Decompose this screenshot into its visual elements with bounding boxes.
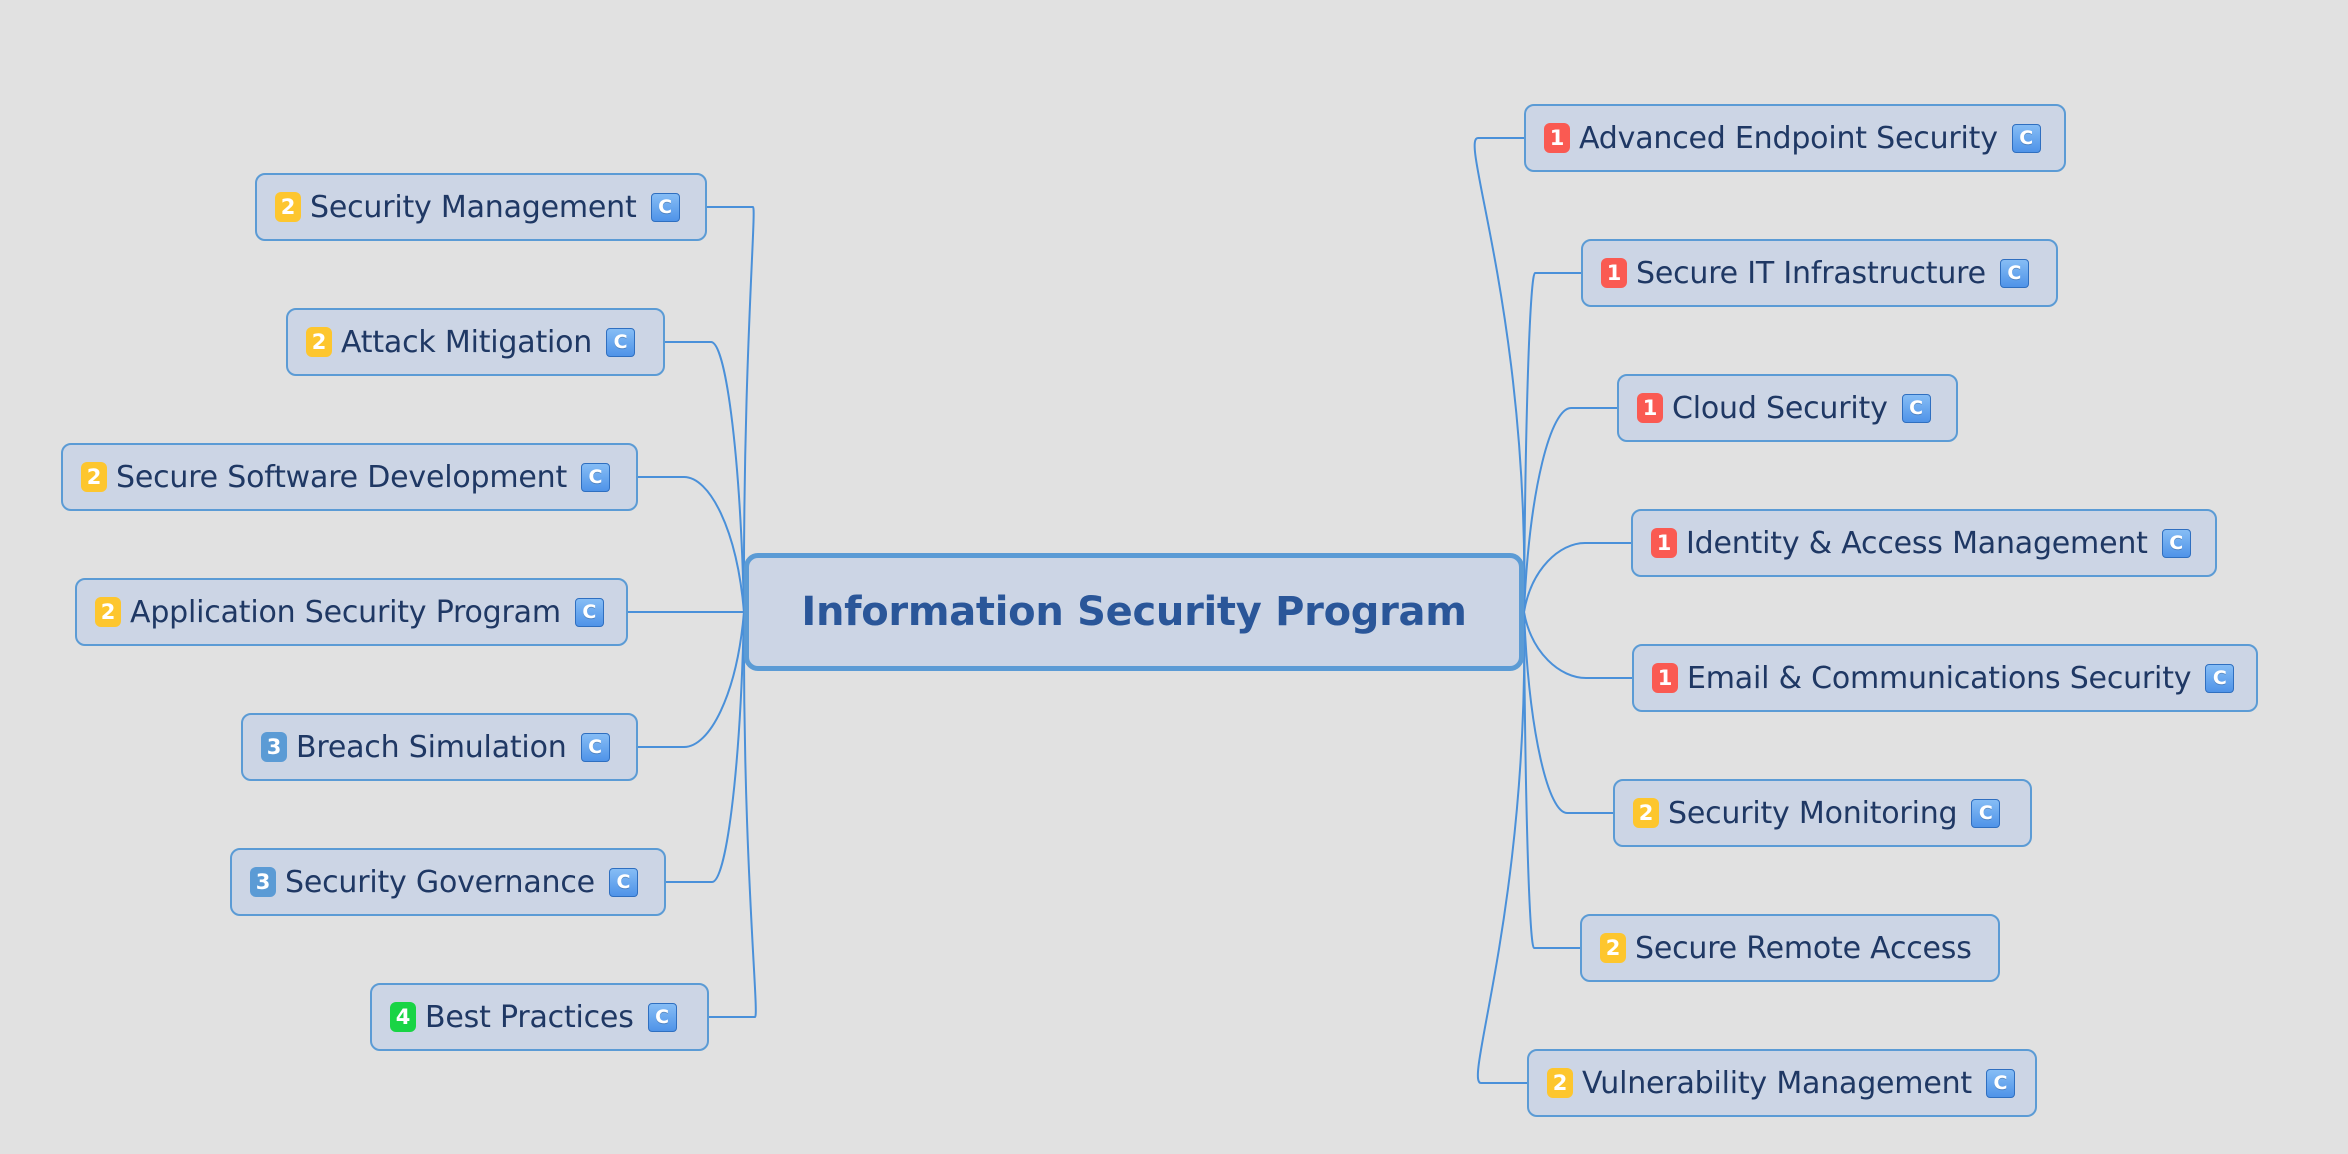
c-icon[interactable]: C xyxy=(580,732,610,762)
node-label: Advanced Endpoint Security xyxy=(1579,120,1998,156)
c-icon[interactable]: C xyxy=(2011,123,2041,153)
node-label: Email & Communications Security xyxy=(1687,660,2192,696)
node-level-badge: 2 xyxy=(1633,798,1659,828)
mindmap-node-attack-mitigation[interactable]: 2 Attack Mitigation C xyxy=(286,308,665,376)
c-icon[interactable]: C xyxy=(581,462,611,492)
mindmap-node-email-communications-security[interactable]: 1 Email & Communications Security C xyxy=(1632,644,2258,712)
mindmap-node-application-security-program[interactable]: 2 Application Security Program C xyxy=(75,578,628,646)
node-label: Vulnerability Management xyxy=(1582,1065,1972,1101)
c-icon[interactable]: C xyxy=(1901,393,1931,423)
mindmap-node-secure-software-development[interactable]: 2 Secure Software Development C xyxy=(61,443,638,511)
node-label: Secure Remote Access xyxy=(1635,930,1972,966)
node-label: Application Security Program xyxy=(130,594,561,630)
node-label: Security Monitoring xyxy=(1668,795,1958,831)
c-icon[interactable]: C xyxy=(608,867,638,897)
edge-to-email-communications-security xyxy=(1523,611,1632,679)
c-icon[interactable]: C xyxy=(650,192,680,222)
mindmap-node-identity-access-management[interactable]: 1 Identity & Access Management C xyxy=(1631,509,2217,577)
mindmap-node-security-monitoring[interactable]: 2 Security Monitoring C xyxy=(1613,779,2032,847)
node-level-badge: 2 xyxy=(306,327,332,357)
mindmap-node-security-governance[interactable]: 3 Security Governance C xyxy=(230,848,666,916)
root-node[interactable]: Information Security Program xyxy=(744,553,1524,671)
c-icon[interactable]: C xyxy=(647,1002,677,1032)
mindmap-node-cloud-security[interactable]: 1 Cloud Security C xyxy=(1617,374,1958,442)
node-level-badge: 2 xyxy=(1600,933,1626,963)
edge-to-security-monitoring xyxy=(1523,611,1613,814)
edge-to-security-management xyxy=(707,206,755,613)
mindmap-node-best-practices[interactable]: 4 Best Practices C xyxy=(370,983,709,1051)
mindmap-node-secure-it-infrastructure[interactable]: 1 Secure IT Infrastructure C xyxy=(1581,239,2058,307)
edge-to-secure-it-infrastructure xyxy=(1523,272,1581,613)
node-level-badge: 1 xyxy=(1637,393,1663,423)
node-label: Secure IT Infrastructure xyxy=(1636,255,1986,291)
node-level-badge: 2 xyxy=(1547,1068,1573,1098)
c-icon[interactable]: C xyxy=(1999,258,2029,288)
edge-to-security-governance xyxy=(666,611,745,883)
node-level-badge: 1 xyxy=(1651,528,1677,558)
edge-to-secure-software-development xyxy=(638,476,745,613)
node-level-badge: 1 xyxy=(1544,123,1570,153)
edge-to-secure-remote-access xyxy=(1523,611,1580,949)
node-level-badge: 2 xyxy=(95,597,121,627)
mindmap-node-advanced-endpoint-security[interactable]: 1 Advanced Endpoint Security C xyxy=(1524,104,2066,172)
root-node-label: Information Security Program xyxy=(801,589,1467,635)
node-label: Breach Simulation xyxy=(296,729,567,765)
node-label: Security Management xyxy=(310,189,637,225)
mindmap-node-security-management[interactable]: 2 Security Management C xyxy=(255,173,707,241)
node-level-badge: 1 xyxy=(1601,258,1627,288)
node-level-badge: 2 xyxy=(81,462,107,492)
c-icon[interactable]: C xyxy=(1971,798,2001,828)
edge-to-best-practices xyxy=(709,611,757,1018)
edge-to-identity-access-management xyxy=(1523,542,1631,613)
edge-to-breach-simulation xyxy=(638,611,745,748)
edge-to-vulnerability-management xyxy=(1476,611,1527,1084)
mindmap-node-breach-simulation[interactable]: 3 Breach Simulation C xyxy=(241,713,638,781)
node-level-badge: 3 xyxy=(250,867,276,897)
node-level-badge: 4 xyxy=(390,1002,416,1032)
node-label: Best Practices xyxy=(425,999,634,1035)
mindmap-node-secure-remote-access[interactable]: 2 Secure Remote Access xyxy=(1580,914,2000,982)
mindmap-node-vulnerability-management[interactable]: 2 Vulnerability Management C xyxy=(1527,1049,2037,1117)
c-icon[interactable]: C xyxy=(1985,1068,2015,1098)
node-level-badge: 3 xyxy=(261,732,287,762)
c-icon[interactable]: C xyxy=(2205,663,2235,693)
node-label: Attack Mitigation xyxy=(341,324,593,360)
c-icon[interactable]: C xyxy=(2161,528,2191,558)
node-level-badge: 1 xyxy=(1652,663,1678,693)
edge-to-cloud-security xyxy=(1523,407,1617,613)
c-icon[interactable]: C xyxy=(574,597,604,627)
node-level-badge: 2 xyxy=(275,192,301,222)
c-icon[interactable]: C xyxy=(606,327,636,357)
node-label: Security Governance xyxy=(285,864,595,900)
node-label: Cloud Security xyxy=(1672,390,1888,426)
node-label: Secure Software Development xyxy=(116,459,568,495)
node-label: Identity & Access Management xyxy=(1686,525,2148,561)
edge-to-attack-mitigation xyxy=(665,341,745,613)
edge-to-advanced-endpoint-security xyxy=(1473,137,1526,613)
